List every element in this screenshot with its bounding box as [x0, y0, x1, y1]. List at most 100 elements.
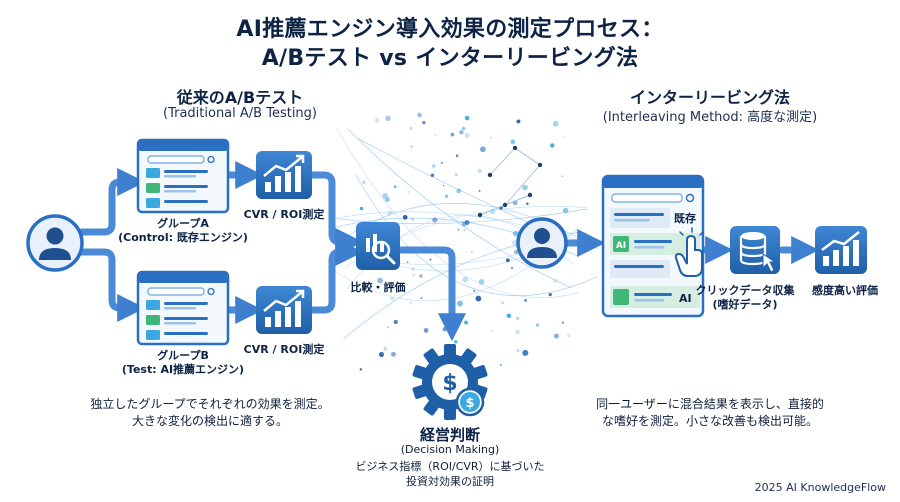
search-bar: [611, 193, 683, 203]
person-icon-head: [534, 228, 550, 244]
network-node: [527, 192, 533, 198]
arrow-user-to-group-b: [78, 248, 146, 322]
particle-dot: [411, 267, 415, 271]
particle-dot: [387, 210, 393, 216]
particle-dot: [464, 132, 470, 139]
particle-dot: [455, 154, 459, 158]
person-icon-head: [46, 227, 64, 245]
particle-dot: [553, 278, 558, 283]
particle-dot: [408, 301, 412, 305]
network-node: [502, 202, 508, 208]
arrow-cvr-b-to-compare: [308, 238, 364, 314]
particle-dot: [512, 230, 519, 237]
particle-dot: [510, 266, 514, 270]
arrow-compare-to-decision: [396, 246, 466, 342]
particle-dot: [359, 206, 364, 211]
particle-dot: [411, 218, 415, 221]
particle-dot: [515, 316, 520, 321]
particle-dot: [522, 349, 529, 356]
particle-dot: [434, 134, 437, 136]
particle-dot: [374, 117, 380, 124]
page-title-line1: AI推薦エンジン導入効果の測定プロセス：: [236, 17, 664, 42]
particle-dot: [463, 229, 466, 231]
particle-dot: [383, 346, 388, 351]
particle-dot: [422, 121, 426, 125]
particle-dot: [417, 112, 422, 118]
particle-dot: [464, 220, 470, 225]
browser-window-group-b: [136, 270, 230, 346]
particle-dot: [566, 333, 571, 338]
particle-dot: [442, 184, 445, 187]
hand-cursor-icon: [674, 227, 704, 277]
growth-chart-icon-right: [815, 226, 867, 274]
particle-dot: [506, 313, 512, 318]
particle-dot: [454, 173, 459, 177]
network-node: [487, 172, 493, 178]
particle-dot: [477, 168, 482, 174]
compare-evaluate-label: 比較・評価: [350, 281, 406, 294]
search-bar: [147, 155, 205, 164]
existing-result-row: [610, 208, 670, 228]
particle-dot: [409, 126, 413, 130]
particle-dot: [384, 197, 390, 203]
particle-dot: [432, 217, 438, 223]
evaluate-label: 感度高い評価: [812, 284, 878, 297]
particle-dot: [462, 276, 469, 283]
right-section-subheading: (Interleaving Method: 高度な測定): [602, 110, 818, 125]
flow-arrows-right: [563, 229, 820, 264]
particle-dot: [411, 273, 416, 277]
particle-dot: [505, 258, 510, 263]
ai-badge-label: AI: [616, 241, 626, 251]
click-data-label: クリックデータ収集: [695, 284, 795, 297]
database-icon: [730, 226, 780, 274]
ai-result-row: [610, 233, 700, 255]
particle-dot: [511, 240, 518, 246]
particle-dot: [419, 274, 423, 278]
left-section-heading: 従来のA/Bテスト: [176, 88, 304, 107]
particle-dot: [516, 349, 520, 353]
particle-dot: [472, 289, 476, 293]
growth-chart-icon-a: [256, 151, 312, 199]
magnifier-chart-icon: [356, 222, 400, 270]
particle-dot: [491, 330, 493, 332]
particle-dot: [454, 340, 458, 344]
particle-dot: [514, 250, 519, 255]
person-icon-body: [39, 248, 71, 260]
particle-dot: [402, 214, 408, 220]
group-b-sublabel: (Test: AI推薦エンジン): [121, 363, 245, 376]
left-description-line1: 独立したグループでそれぞれの効果を測定。: [90, 397, 330, 411]
browser-window-group-a: [136, 138, 230, 214]
flow-arrows-left: [78, 161, 466, 342]
particle-dot: [390, 351, 396, 357]
ai-result-row: [610, 286, 700, 308]
right-section-heading: インターリービング法: [629, 88, 790, 107]
page-title-line2: A/Bテスト vs インターリービング法: [261, 46, 639, 71]
user-avatar-right: [516, 217, 568, 269]
particle-dot: [377, 277, 384, 284]
particle-dot: [461, 126, 466, 131]
particle-dot: [516, 119, 521, 124]
network-link: [504, 164, 541, 206]
network-node: [477, 212, 483, 218]
particle-dot: [489, 208, 496, 215]
click-data-sublabel: (嗜好データ): [712, 298, 778, 311]
group-a-sublabel: (Control: 既存エンジン): [118, 231, 248, 244]
particle-dot: [464, 320, 469, 325]
cvr-roi-label-a: CVR / ROI測定: [243, 208, 325, 221]
existing-result-row: [610, 260, 670, 278]
left-section-subheading: (Traditional A/B Testing): [163, 106, 317, 121]
credit-text: 2025 AI KnowledgeFlow: [754, 481, 886, 494]
particle-dot: [515, 329, 520, 335]
particle-dot: [440, 161, 443, 164]
particle-dot: [563, 135, 565, 138]
particle-dot: [385, 115, 391, 122]
particle-dot: [457, 228, 460, 231]
particle-dot: [393, 185, 397, 189]
arrow-user-to-group-a: [78, 168, 146, 236]
particle-dot: [442, 327, 447, 332]
particle-dot: [464, 115, 470, 121]
particle-dot: [431, 164, 436, 168]
particle-dot: [387, 326, 389, 328]
particle-dot: [499, 363, 502, 366]
decision-heading: 経営判断: [419, 426, 480, 444]
